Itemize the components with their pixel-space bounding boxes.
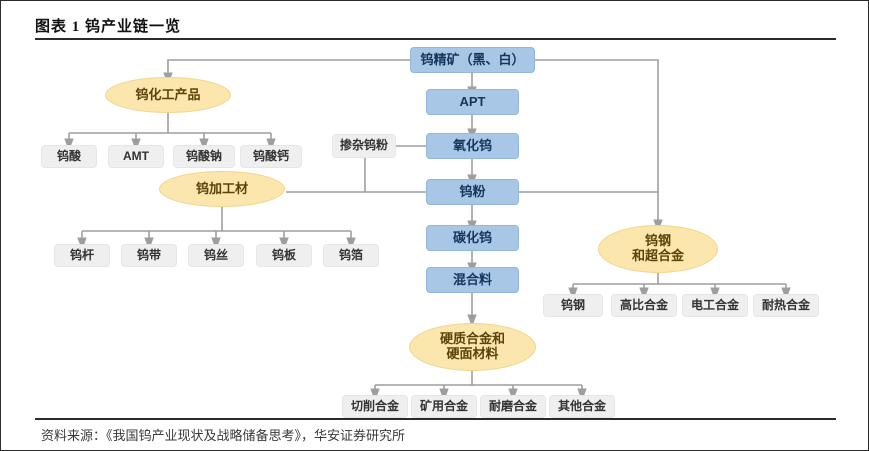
node-sodium-tungstate[interactable]: 钨酸钠 [173,145,235,168]
source-note: 资料来源：《我国钨产业现状及战略储备思考》，华安证券研究所 [41,428,406,443]
node-apt[interactable]: APT [426,89,519,115]
node-tungsten-powder[interactable]: 钨粉 [426,179,519,205]
node-other-alloy[interactable]: 其他合金 [549,395,615,418]
node-cemented-carbide-and-hardfacing[interactable]: 硬质合金和 硬面材料 [409,323,536,371]
node-tungsten-wire[interactable]: 钨丝 [188,244,244,267]
node-tungsten-plate[interactable]: 钨板 [256,244,312,267]
title-divider [35,38,836,40]
node-tungsten-oxide[interactable]: 氧化钨 [426,133,519,159]
node-calcium-tungstate[interactable]: 钨酸钙 [240,145,302,168]
node-wear-resistant-alloy[interactable]: 耐磨合金 [480,395,546,418]
node-tungsten-carbide[interactable]: 碳化钨 [426,225,519,251]
node-high-density-alloy[interactable]: 高比合金 [611,294,677,317]
node-heat-resistant-alloy[interactable]: 耐热合金 [753,294,819,317]
node-tungsten-strip[interactable]: 钨带 [121,244,177,267]
node-tungstic-acid[interactable]: 钨酸 [41,145,97,168]
node-mining-alloy[interactable]: 矿用合金 [411,395,477,418]
page-title: 图表 1 钨产业链一览 [35,19,182,35]
footer-divider [35,418,836,420]
node-tungsten-foil[interactable]: 钨箔 [323,244,379,267]
node-doped-tungsten-powder[interactable]: 掺杂钨粉 [332,134,396,158]
node-tungsten-rod[interactable]: 钨杆 [54,244,110,267]
node-cutting-alloy[interactable]: 切削合金 [342,395,408,418]
node-tungsten-chemicals[interactable]: 钨化工产品 [105,77,231,113]
node-tungsten-concentrate[interactable]: 钨精矿（黑、白） [410,47,535,73]
node-amt[interactable]: AMT [108,145,164,168]
node-mixture[interactable]: 混合料 [426,267,519,293]
diagram-canvas: 钨精矿（黑、白） APT 氧化钨 钨粉 碳化钨 混合料 掺杂钨粉 钨化工产品 钨… [1,41,868,418]
node-tungsten-processed-material[interactable]: 钨加工材 [159,171,285,207]
node-electrical-alloy[interactable]: 电工合金 [682,294,748,317]
node-tungsten-steel[interactable]: 钨钢 [543,294,603,317]
node-tungsten-steel-and-superalloy[interactable]: 钨钢 和超合金 [598,225,718,273]
